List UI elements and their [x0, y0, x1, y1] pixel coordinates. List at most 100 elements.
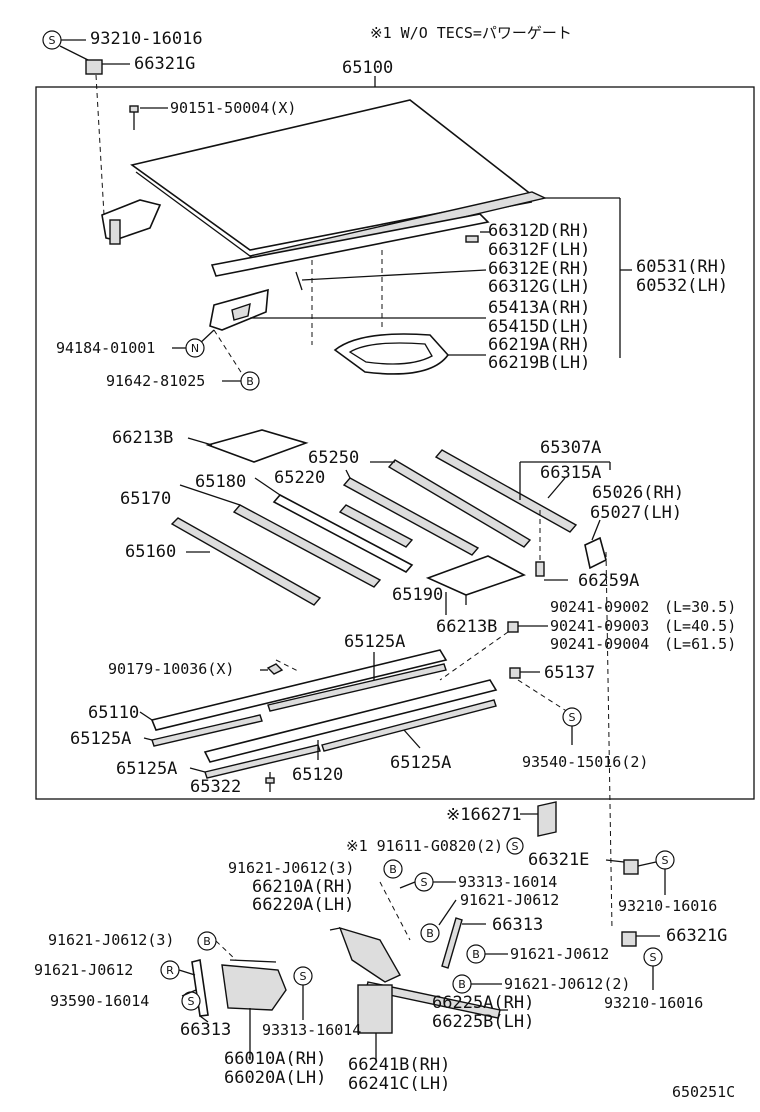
clip-66321G-lower — [621, 931, 637, 947]
label-93540: 93540-15016(2) — [522, 753, 648, 771]
label-91611: ※1 91611-G0820(2) — [346, 837, 503, 855]
spacer-66259A — [535, 561, 545, 577]
clip-66321G-top — [85, 59, 103, 75]
crossmember-65180 — [272, 493, 414, 574]
svg-text:B: B — [389, 863, 397, 876]
label-65110: 65110 — [88, 703, 139, 723]
label-65170: 65170 — [120, 489, 171, 509]
nut-90179 — [266, 663, 284, 675]
block-66271 — [537, 801, 557, 837]
label-66219B: 66219B(LH) — [488, 353, 590, 373]
strip-65125A-c — [204, 744, 321, 779]
strip-65125A-d — [321, 699, 497, 752]
label-66315A: 66315A — [540, 463, 601, 483]
svg-text:S: S — [421, 876, 428, 889]
label-90151: 90151-50004(X) — [170, 99, 296, 117]
svg-text:S: S — [512, 840, 519, 853]
svg-text:B: B — [426, 927, 434, 940]
plate-66241B — [357, 984, 393, 1034]
weather-strip — [210, 213, 490, 277]
symbol-b-91621-a: B — [383, 859, 403, 879]
label-65137: 65137 — [544, 663, 595, 683]
svg-text:S: S — [650, 951, 657, 964]
label-65415D: 65415D(LH) — [488, 317, 590, 337]
label-60532: 60532(LH) — [636, 276, 728, 296]
symbol-b-91621-c: B — [197, 931, 217, 951]
crossmember-65160 — [170, 517, 322, 606]
label-93210-16016-top: 93210-16016 — [90, 29, 203, 49]
label-65160: 65160 — [125, 542, 176, 562]
symbol-s-93313-a: S — [414, 872, 434, 892]
symbol-b-91621-e: B — [466, 944, 486, 964]
crossmember-65307A — [434, 449, 578, 533]
label-65125A-d: 65125A — [390, 753, 451, 773]
crossmember-65220 — [342, 477, 480, 556]
symbol-b-91621-f: B — [452, 974, 472, 994]
cover-panel-65100 — [130, 99, 534, 251]
label-91621-e: 91621-J0612 — [510, 945, 609, 963]
label-len1: (L=30.5) — [664, 598, 736, 616]
label-66225A: 66225A(RH) — [432, 993, 534, 1013]
label-66241C: 66241C(LH) — [348, 1074, 450, 1094]
label-91621-f: 91621-J0612(2) — [504, 975, 630, 993]
pad-66213B-b — [425, 555, 527, 596]
svg-text:B: B — [246, 375, 254, 388]
label-65100: 65100 — [342, 58, 393, 78]
label-91642: 91642-81025 — [106, 372, 205, 390]
label-66210A: 66210A(RH) — [252, 877, 354, 897]
label-66312D: 66312D(RH) — [488, 221, 590, 241]
label-93210-16016-b: 93210-16016 — [618, 897, 717, 915]
label-66213B-b: 66213B — [436, 617, 497, 637]
label-66225B: 66225B(LH) — [432, 1012, 534, 1032]
symbol-b-91621-b: B — [420, 923, 440, 943]
sill-65120 — [203, 679, 498, 763]
label-66020A: 66020A(LH) — [224, 1068, 326, 1088]
label-93313-b: 93313-16014 — [262, 1021, 361, 1039]
label-93210-16016-c: 93210-16016 — [604, 994, 703, 1012]
label-60531: 60531(RH) — [636, 257, 728, 277]
svg-text:N: N — [191, 342, 199, 355]
symbol-s-93540: S — [562, 707, 582, 727]
label-94184: 94184-01001 — [56, 339, 155, 357]
symbol-n: N — [185, 338, 205, 358]
label-66313-b: 66313 — [180, 1020, 231, 1040]
diagram-code: 650251C — [672, 1083, 735, 1101]
label-65026: 65026(RH) — [592, 483, 684, 503]
bracket-66313-a — [441, 917, 463, 969]
label-65220: 65220 — [274, 468, 325, 488]
label-90241-09003: 90241-09003 — [550, 617, 649, 635]
svg-text:B: B — [458, 978, 466, 991]
label-66321G-top: 66321G — [134, 54, 195, 74]
label-66312G: 66312G(LH) — [488, 277, 590, 297]
label-65322: 65322 — [190, 777, 241, 797]
label-66220A: 66220A(LH) — [252, 895, 354, 915]
label-90179: 90179-10036(X) — [108, 660, 234, 678]
clip-66321E — [623, 859, 639, 875]
sill-65110 — [139, 649, 448, 731]
symbol-s-top: S — [42, 30, 62, 50]
mudguard-66010A — [221, 964, 287, 1011]
label-91621-c: 91621-J0612(3) — [48, 931, 174, 949]
label-66219A: 66219A(RH) — [488, 335, 590, 355]
symbol-s-93313-b: S — [293, 966, 313, 986]
svg-text:S: S — [49, 34, 56, 47]
label-91621-b: 91621-J0612 — [460, 891, 559, 909]
symbol-b-mid: B — [240, 371, 260, 391]
symbol-s-66321E: S — [655, 850, 675, 870]
note-text: ※1 W/O TECS=パワーゲート — [370, 24, 572, 42]
label-66010A: 66010A(RH) — [224, 1049, 326, 1069]
crossmember-65250 — [387, 459, 532, 548]
label-66321E: 66321E — [528, 850, 589, 870]
label-65180: 65180 — [195, 472, 246, 492]
svg-text:S: S — [569, 711, 576, 724]
label-65250: 65250 — [308, 448, 359, 468]
label-66271: ※166271 — [446, 805, 522, 825]
bolt-90241 — [507, 621, 519, 633]
label-90241-09002: 90241-09002 — [550, 598, 649, 616]
label-65307A: 65307A — [540, 438, 601, 458]
label-66213B-a: 66213B — [112, 428, 173, 448]
label-66241B: 66241B(RH) — [348, 1055, 450, 1075]
crossmember-65190 — [338, 504, 414, 548]
label-93313-a: 93313-16014 — [458, 873, 557, 891]
